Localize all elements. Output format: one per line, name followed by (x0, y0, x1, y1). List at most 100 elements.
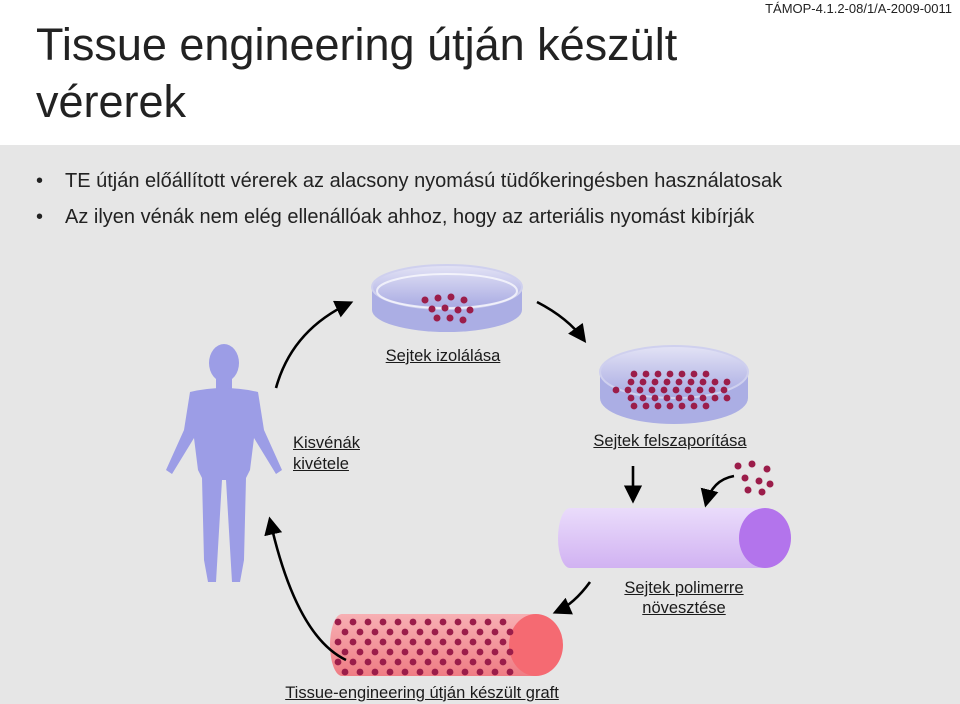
cell-dot (401, 648, 409, 656)
cell-dot (469, 658, 477, 666)
cycle-arrow-icon (264, 300, 735, 662)
cell-dot (702, 402, 710, 410)
cell-dot (386, 628, 394, 636)
cell-dot (394, 658, 402, 666)
cell-dot (454, 638, 462, 646)
cell-dot (371, 628, 379, 636)
cell-dot (723, 378, 731, 386)
cell-dot (461, 668, 469, 676)
cell-dot (699, 394, 707, 402)
cell-dot (660, 386, 668, 394)
cell-dot (446, 668, 454, 676)
cell-dot (469, 618, 477, 626)
cell-dot (356, 628, 364, 636)
cell-dot (627, 378, 635, 386)
cell-dot (484, 638, 492, 646)
cell-dot (356, 648, 364, 656)
cell-dot (499, 638, 507, 646)
polymer-label-line1: Sejtek polimerre (624, 579, 744, 597)
cell-dot (409, 658, 417, 666)
cell-cluster (334, 618, 514, 676)
cell-dot (690, 402, 698, 410)
cell-dot (499, 658, 507, 666)
cell-dot (699, 378, 707, 386)
cell-dot (476, 628, 484, 636)
cell-dot (424, 638, 432, 646)
cell-dot (648, 386, 656, 394)
cell-dot (711, 378, 719, 386)
cell-dot (401, 628, 409, 636)
vein-removal-label-line2: kivétele (293, 455, 349, 473)
bullet-text: Az ilyen vénák nem elég ellenállóak ahho… (65, 206, 755, 228)
graft-label: Tissue-engineering útján készült graft (285, 684, 559, 702)
proliferation-label: Sejtek felszaporítása (593, 432, 747, 450)
cell-dot (364, 618, 372, 626)
cell-dot (654, 402, 662, 410)
cell-dot (624, 386, 632, 394)
petri-dish-icon (371, 264, 523, 332)
cell-dot (439, 658, 447, 666)
cell-dot (454, 658, 462, 666)
bullet-item: •Az ilyen vénák nem elég ellenállóak ahh… (34, 203, 934, 231)
cell-dot (651, 394, 659, 402)
cell-dot (334, 638, 342, 646)
vein-removal-label-line1: Kisvénák (293, 434, 360, 452)
cell-dot (630, 370, 638, 378)
cell-dot (702, 370, 710, 378)
cell-dot (720, 386, 728, 394)
cell-dot (484, 618, 492, 626)
graft-tube-icon (330, 614, 563, 676)
cell-dot (379, 638, 387, 646)
cell-cluster (421, 293, 474, 324)
cell-dot (424, 658, 432, 666)
project-code: TÁMOP-4.1.2-08/1/A-2009-0011 (765, 1, 952, 16)
cell-dot (675, 394, 683, 402)
slide-title: Tissue engineering útján készült vérerek (36, 19, 678, 127)
cell-dot (364, 638, 372, 646)
cell-dot (491, 668, 499, 676)
cell-dot (642, 402, 650, 410)
cell-dot (416, 648, 424, 656)
cell-dot (612, 386, 620, 394)
polymer-label-line2: növesztése (642, 599, 726, 617)
cell-dot (371, 648, 379, 656)
cell-cluster (734, 460, 774, 496)
cell-dot (639, 394, 647, 402)
cell-dot (349, 658, 357, 666)
cell-dot (678, 370, 686, 378)
cell-dot (379, 618, 387, 626)
cell-dot (687, 378, 695, 386)
cell-dot (371, 668, 379, 676)
cell-dot (636, 386, 644, 394)
cell-dot (461, 648, 469, 656)
cell-dot (379, 658, 387, 666)
cell-dot (401, 668, 409, 676)
cell-dot (446, 648, 454, 656)
polymer-tube-icon (558, 508, 791, 568)
cell-dot (666, 370, 674, 378)
cell-dot (446, 628, 454, 636)
cell-dot (476, 648, 484, 656)
cell-dot (723, 394, 731, 402)
bullet-item: •TE útján előállított vérerek az alacson… (34, 167, 934, 195)
cell-dot (409, 618, 417, 626)
cell-cluster (612, 370, 731, 410)
cell-dot (424, 618, 432, 626)
cell-dot (349, 638, 357, 646)
cell-dot (687, 394, 695, 402)
cell-dot (394, 618, 402, 626)
cell-dot (431, 648, 439, 656)
cell-dot (431, 628, 439, 636)
cell-dot (341, 628, 349, 636)
cell-dot (491, 628, 499, 636)
cell-dot (416, 668, 424, 676)
cell-dot (684, 386, 692, 394)
cell-dot (642, 370, 650, 378)
cell-dot (341, 648, 349, 656)
cell-dot (696, 386, 704, 394)
isolation-label: Sejtek izolálása (385, 347, 501, 365)
cell-dot (639, 378, 647, 386)
cell-dot (334, 658, 342, 666)
cell-dot (663, 378, 671, 386)
